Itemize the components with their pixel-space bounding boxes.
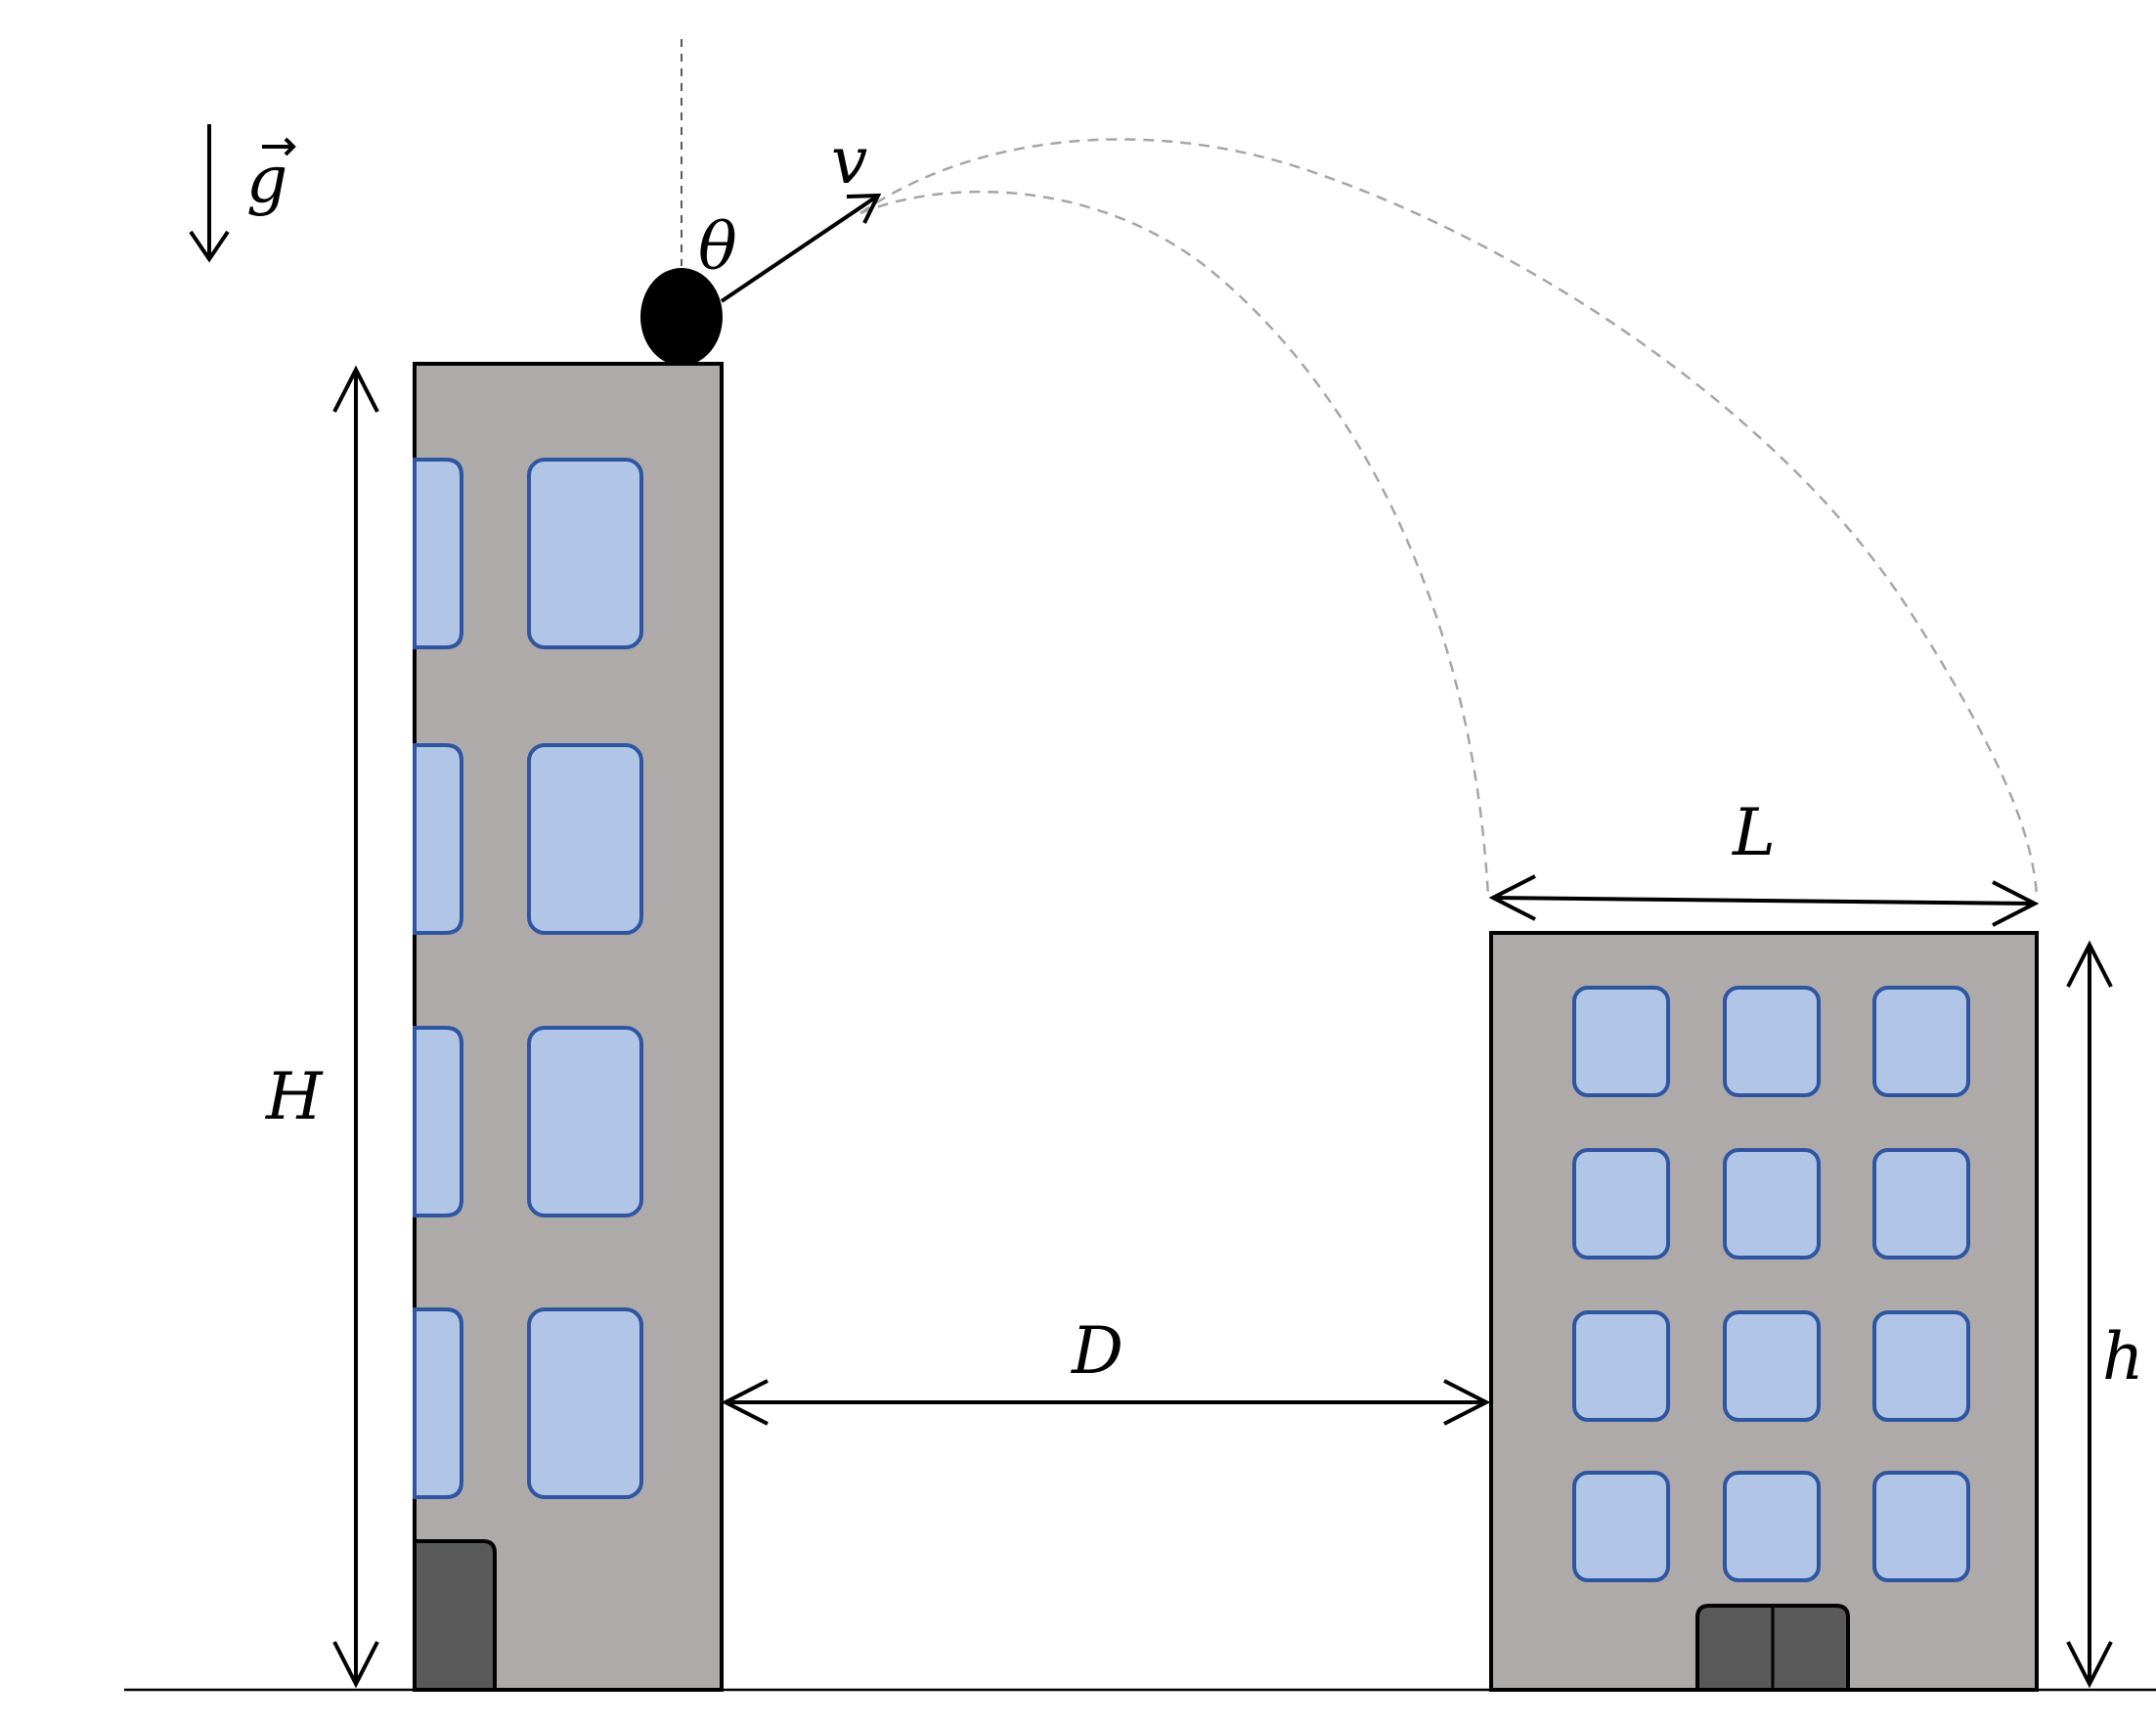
window bbox=[1572, 986, 1670, 1097]
gravity-arrow bbox=[189, 124, 230, 263]
projectile-ball bbox=[640, 268, 723, 366]
short-height-dimension bbox=[2066, 940, 2113, 1689]
window bbox=[413, 1026, 463, 1217]
angle-label: θ bbox=[698, 209, 737, 285]
short-height-label: h bbox=[2102, 1319, 2144, 1394]
window bbox=[1572, 1471, 1670, 1582]
trajectory-to-far-edge bbox=[859, 138, 2039, 899]
short-building bbox=[1489, 931, 2039, 1692]
window bbox=[1872, 986, 1970, 1097]
window bbox=[1872, 1471, 1970, 1582]
window bbox=[1872, 1310, 1970, 1422]
window bbox=[527, 458, 643, 649]
window bbox=[413, 458, 463, 649]
window bbox=[1572, 1148, 1670, 1260]
window bbox=[1723, 1148, 1821, 1260]
svg-text:g: g bbox=[246, 142, 287, 217]
window bbox=[1723, 986, 1821, 1097]
gap-label: D bbox=[1071, 1313, 1123, 1389]
window bbox=[1572, 1310, 1670, 1422]
short-building-windows bbox=[1572, 986, 1970, 1582]
vector-arrow-accent bbox=[262, 137, 296, 156]
tall-height-dimension bbox=[332, 365, 379, 1689]
tall-building-windows bbox=[413, 458, 643, 1499]
gap-dimension bbox=[721, 1379, 1491, 1426]
window bbox=[1723, 1471, 1821, 1582]
roof-length-label: L bbox=[1732, 795, 1776, 870]
window bbox=[527, 1307, 643, 1499]
short-building-door bbox=[1695, 1604, 1850, 1692]
window bbox=[1872, 1148, 1970, 1260]
velocity-arrow bbox=[720, 193, 882, 303]
gravity-label: g bbox=[246, 137, 296, 217]
window bbox=[1723, 1310, 1821, 1422]
roof-length-dimension bbox=[1488, 874, 2040, 927]
tall-building-door bbox=[413, 1539, 497, 1692]
window bbox=[413, 743, 463, 935]
tall-height-label: H bbox=[265, 1059, 324, 1134]
trajectory-to-near-edge bbox=[859, 190, 1490, 899]
tall-building bbox=[413, 362, 724, 1692]
window bbox=[413, 1307, 463, 1499]
window bbox=[527, 1026, 643, 1217]
window bbox=[527, 743, 643, 935]
velocity-label: v bbox=[831, 123, 867, 199]
